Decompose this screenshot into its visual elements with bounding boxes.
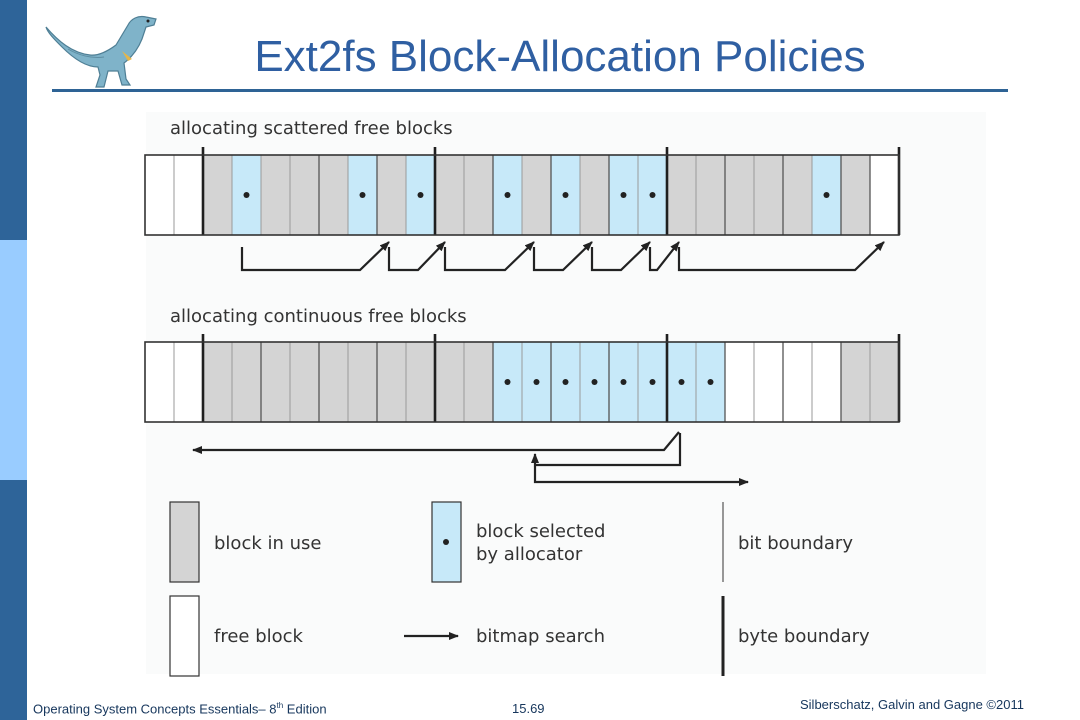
block-in-use [435,155,464,235]
search-arrow [648,241,680,272]
selected-dot [620,192,627,198]
block-free [754,342,783,422]
legend-selected-dot [443,539,449,545]
selected-dot [707,379,714,385]
block-in-use [290,342,319,422]
footer-book-title-prefix: Operating System Concepts Essentials– 8 [33,701,277,717]
continuous-block-strip [144,334,901,423]
block-in-use [754,155,783,235]
scattered-caption: allocating scattered free blocks [170,118,453,139]
selected-dot [591,379,598,385]
footer-book-title-sup: th [276,701,284,710]
block-in-use [261,155,290,235]
scattered-search-path [240,241,885,272]
footer-copyright: Silberschatz, Galvin and Gagne ©2011 [800,697,1024,712]
block-in-use [464,342,493,422]
legend-selected-label-1: block selected [476,521,605,542]
block-in-use [377,155,406,235]
footer-book-title: Operating System Concepts Essentials– 8t… [33,701,327,716]
block-free [812,342,841,422]
footer-book-title-suffix: Edition [283,701,327,717]
dinosaur-icon [45,15,157,88]
search-arrow [677,241,885,272]
sidebar-stripe-middle [0,240,27,480]
legend-in-use-label: block in use [214,533,321,554]
block-in-use [377,342,406,422]
legend: block in use block selected by allocator… [169,501,870,677]
footer-page-number: 15.69 [512,701,545,716]
block-free [145,155,174,235]
block-free [783,342,812,422]
block-free [174,155,203,235]
block-in-use [406,342,435,422]
selected-dot [533,379,540,385]
block-in-use [319,155,348,235]
search-arrow [192,431,680,454]
block-in-use [290,155,319,235]
selected-dot [649,192,656,198]
legend-bitmap-search-label: bitmap search [476,626,605,647]
selected-dot [417,192,424,198]
block-in-use [203,342,232,422]
block-in-use [696,155,725,235]
legend-free-swatch [169,595,200,677]
block-in-use [348,342,377,422]
selected-dot [504,379,511,385]
block-in-use [232,342,261,422]
page-title: Ext2fs Block-Allocation Policies [254,32,866,81]
block-free [725,342,754,422]
block-in-use [841,342,870,422]
selected-dot [359,192,366,198]
search-arrow [387,241,446,272]
block-in-use [783,155,812,235]
sidebar-stripe-top [0,0,27,240]
selected-dot [823,192,830,198]
block-free [870,155,899,235]
block-in-use [319,342,348,422]
continuous-caption: allocating continuous free blocks [170,306,467,327]
block-in-use [522,155,551,235]
legend-byte-boundary-label: byte boundary [738,626,870,647]
legend-selected-label-2: by allocator [476,544,583,565]
legend-bit-boundary-label: bit boundary [738,533,853,554]
block-in-use [580,155,609,235]
search-arrow [531,433,682,467]
search-arrow [532,241,593,272]
continuous-search-path [192,431,749,486]
selected-dot [649,379,656,385]
selected-dot [504,192,511,198]
selected-dot [562,379,569,385]
title-divider [52,89,1008,92]
selected-dot [562,192,569,198]
search-arrow [533,466,749,486]
block-in-use [464,155,493,235]
sidebar-stripe-bottom [0,480,27,720]
block-in-use [725,155,754,235]
block-free [145,342,174,422]
block-in-use [435,342,464,422]
search-arrow [240,241,390,272]
selected-dot [243,192,250,198]
block-in-use [870,342,899,422]
strip-outline [144,341,900,423]
block-free [174,342,203,422]
search-arrow [590,241,651,272]
search-arrow [443,241,535,272]
block-in-use [667,155,696,235]
legend-in-use-swatch [169,501,200,583]
block-in-use [261,342,290,422]
legend-free-label: free block [214,626,304,647]
block-in-use [841,155,870,235]
strip-outline [144,154,900,236]
scattered-block-strip [144,147,901,236]
block-in-use [203,155,232,235]
selected-dot [678,379,685,385]
selected-dot [620,379,627,385]
